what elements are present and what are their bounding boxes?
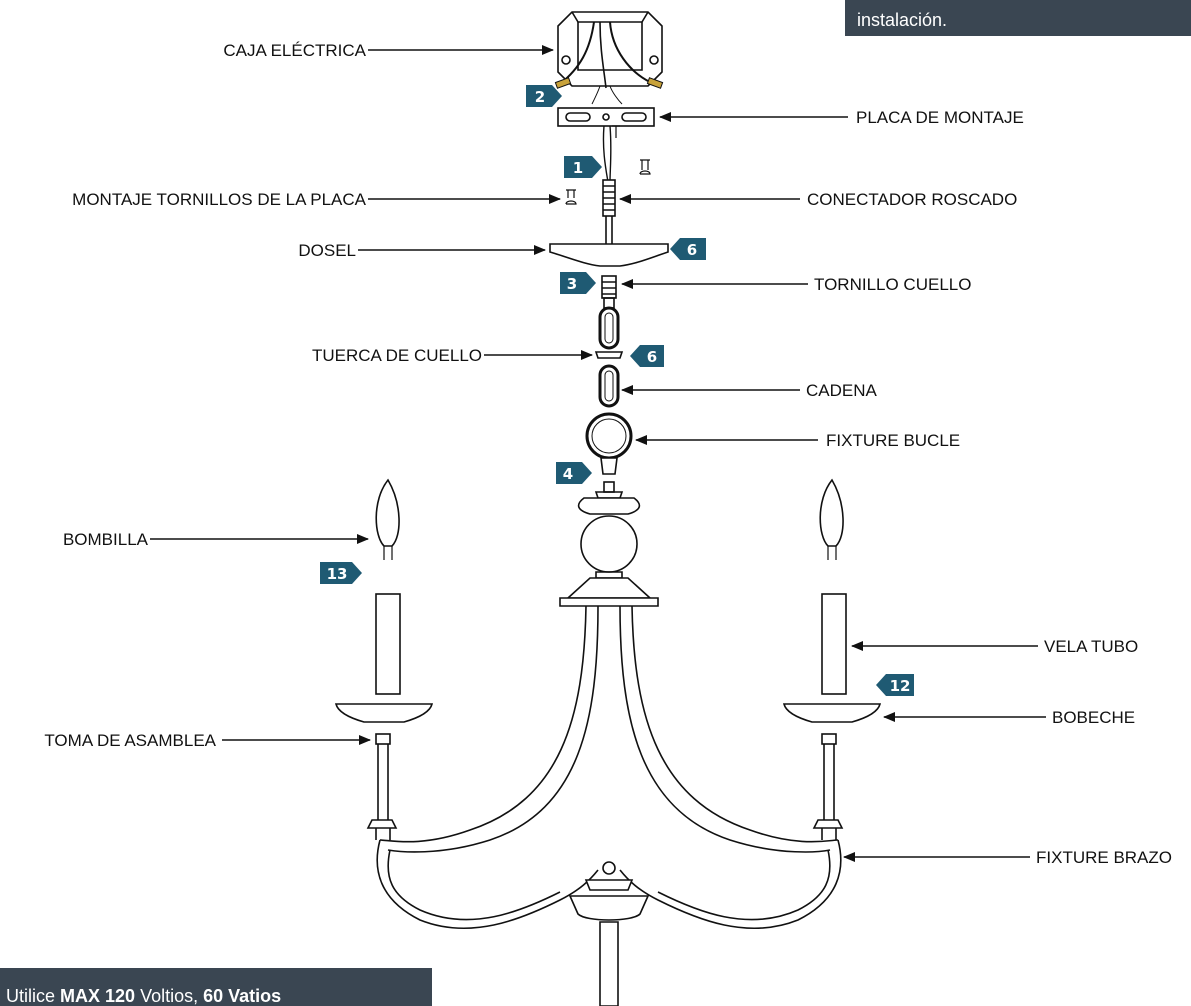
step-badge-6-canopy: 6 bbox=[670, 238, 706, 260]
step-badges: 1 2 3 4 13 6 6 12 bbox=[320, 85, 914, 696]
collar-screw bbox=[601, 275, 617, 309]
bottom-note: Utilice MAX 120 Voltios, 60 Vatios bbox=[0, 968, 432, 1006]
label-vela-tubo: VELA TUBO bbox=[1044, 637, 1138, 656]
step-badge-2-text: 2 bbox=[535, 88, 545, 106]
fixture-drawing bbox=[334, 11, 882, 1006]
bottom-note-prefix: Utilice bbox=[6, 986, 61, 1006]
step-badge-12-text: 12 bbox=[890, 677, 911, 695]
bottom-note-watts: 60 Vatios bbox=[203, 986, 282, 1006]
bottom-note-volts: 120 bbox=[105, 986, 136, 1006]
step-badge-6-canopy-text: 6 bbox=[687, 241, 697, 259]
label-caja-electrica: CAJA ELÉCTRICA bbox=[223, 41, 366, 60]
label-dosel: DOSEL bbox=[298, 241, 356, 260]
step-badge-1: 1 bbox=[564, 156, 602, 178]
collar-nut bbox=[594, 351, 624, 359]
step-badge-4: 4 bbox=[556, 462, 592, 484]
step-badge-2: 2 bbox=[526, 85, 562, 107]
step-badge-13-text: 13 bbox=[327, 565, 348, 583]
step-badge-3: 3 bbox=[560, 272, 596, 294]
label-conectador-roscado: CONECTADOR ROSCADO bbox=[807, 190, 1017, 209]
label-fixture-brazo: FIXTURE BRAZO bbox=[1036, 848, 1172, 867]
fixture-loop bbox=[585, 412, 633, 493]
step-badge-12: 12 bbox=[876, 674, 914, 696]
electrical-box bbox=[554, 11, 664, 105]
bottom-note-max: MAX bbox=[60, 986, 101, 1006]
mounting-screws bbox=[565, 159, 651, 205]
mounting-plate bbox=[557, 107, 655, 127]
bottom-note-volts-unit: Voltios, bbox=[135, 986, 204, 1006]
right-arm-assembly bbox=[782, 478, 882, 840]
top-note: instalación. bbox=[845, 0, 1191, 36]
label-tornillo-cuello: TORNILLO CUELLO bbox=[814, 275, 971, 294]
step-badge-6-collar: 6 bbox=[630, 345, 664, 367]
step-badge-13: 13 bbox=[320, 562, 362, 584]
label-bobeche: BOBECHE bbox=[1052, 708, 1135, 727]
step-badge-1-text: 1 bbox=[573, 159, 583, 177]
label-placa-de-montaje: PLACA DE MONTAJE bbox=[856, 108, 1024, 127]
leader-lines bbox=[150, 45, 1046, 862]
label-fixture-bucle: FIXTURE BUCLE bbox=[826, 431, 960, 450]
left-arm-assembly bbox=[334, 478, 434, 840]
label-cadena: CADENA bbox=[806, 381, 878, 400]
arms bbox=[376, 605, 842, 1006]
canopy bbox=[549, 243, 669, 267]
step-badge-4-text: 4 bbox=[563, 465, 573, 483]
step-badge-3-text: 3 bbox=[567, 275, 577, 293]
threaded-connector bbox=[602, 179, 616, 244]
label-bombilla: BOMBILLA bbox=[63, 530, 149, 549]
step-badge-6-collar-text: 6 bbox=[647, 348, 657, 366]
center-column bbox=[559, 491, 659, 607]
label-toma-de-asamblea: TOMA DE ASAMBLEA bbox=[44, 731, 216, 750]
label-tuerca-de-cuello: TUERCA DE CUELLO bbox=[312, 346, 482, 365]
label-montaje-tornillos: MONTAJE TORNILLOS DE LA PLACA bbox=[72, 190, 366, 209]
part-labels: CAJA ELÉCTRICA PLACA DE MONTAJE MONTAJE … bbox=[44, 41, 1172, 867]
